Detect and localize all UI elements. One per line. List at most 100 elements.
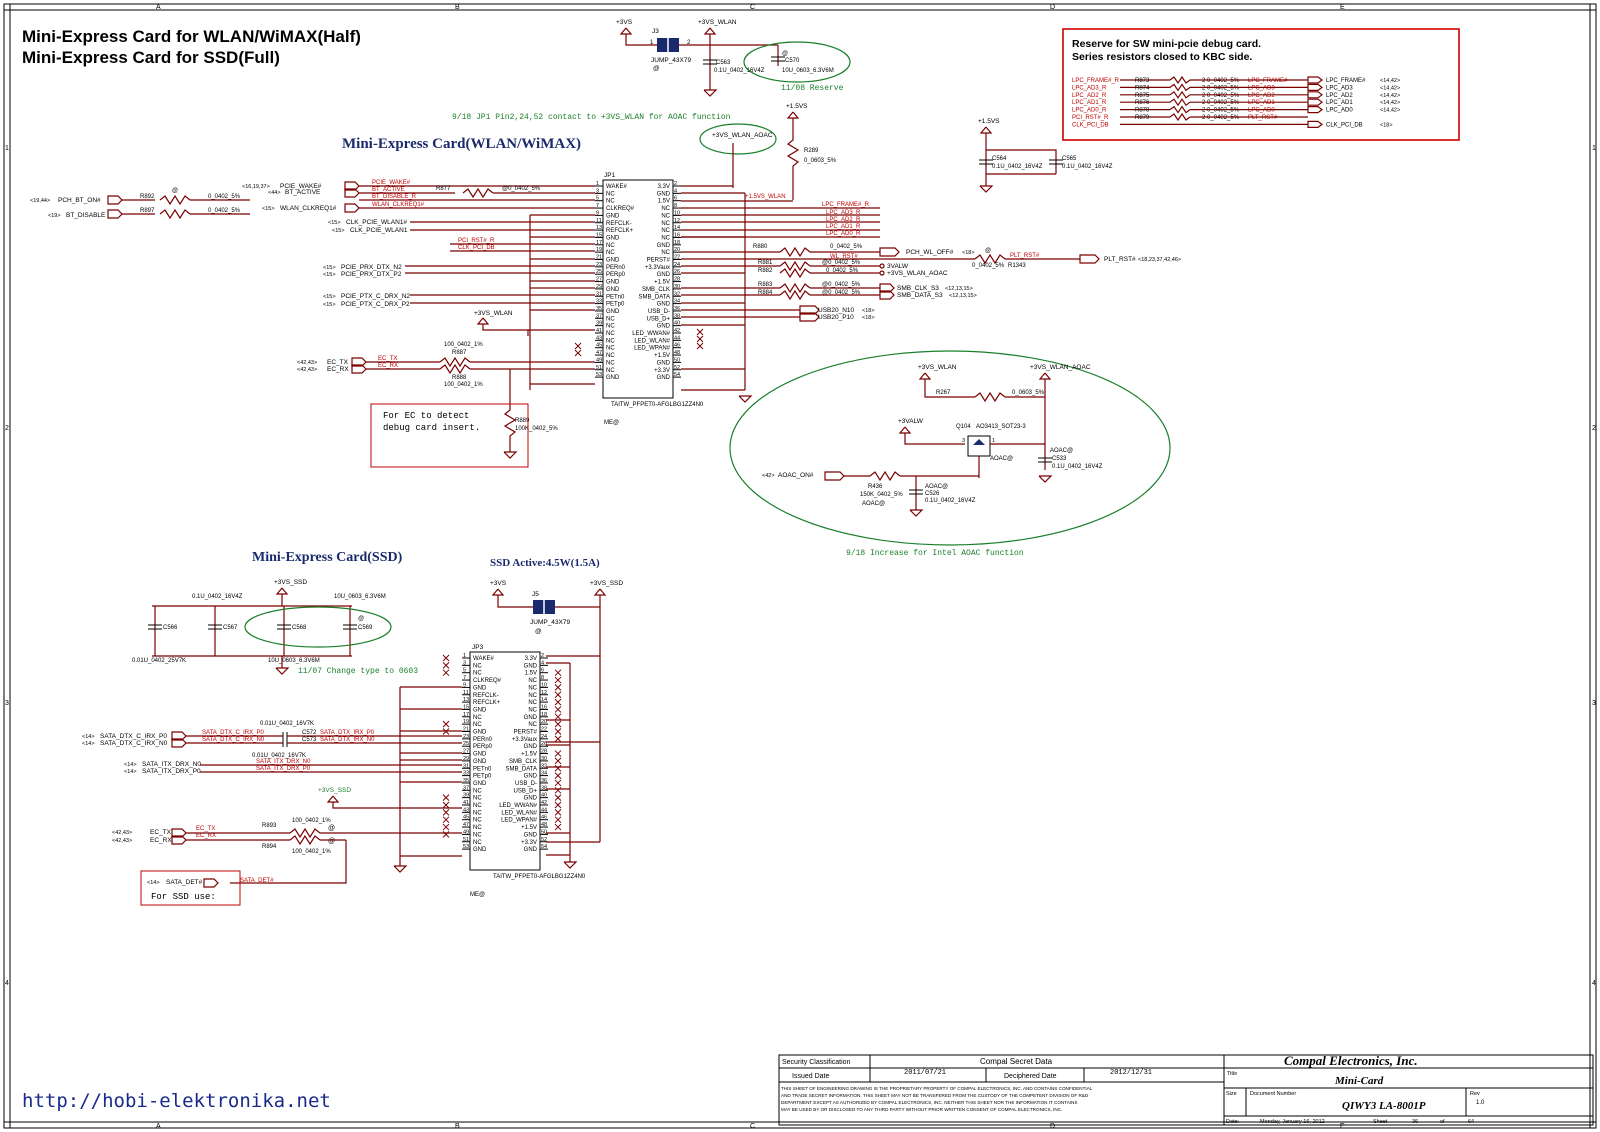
svg-text:11/07 Change type to 0603: 11/07 Change type to 0603 [298, 667, 418, 676]
pin-number: 53 [596, 372, 602, 378]
svg-text:PCIE_PTX_C_DRX_N2: PCIE_PTX_C_DRX_N2 [341, 293, 410, 300]
svg-text:@: @ [653, 65, 660, 72]
svg-text:2: 2 [1592, 425, 1596, 432]
pin-signal: PERn0 [473, 737, 493, 743]
svg-text:WL_RST#: WL_RST# [830, 254, 858, 260]
svg-text:Mini-Card: Mini-Card [1334, 1075, 1384, 1087]
pin-signal: REFCLK+ [473, 700, 501, 706]
svg-text:R267: R267 [936, 390, 951, 396]
pin-signal: USB_D+ [513, 788, 537, 794]
pin-number: 17 [596, 240, 602, 246]
svg-text:D: D [1050, 1123, 1055, 1130]
svg-text:<19>: <19> [48, 213, 61, 219]
pin-signal: NC [606, 250, 615, 256]
pin-signal: NC [661, 221, 670, 227]
pin-number: 5 [596, 196, 599, 202]
pin-number: 34 [541, 771, 547, 777]
svg-text:C567: C567 [223, 625, 238, 631]
svg-text:<14,42>: <14,42> [1380, 85, 1400, 91]
svg-text:Compal Secret Data: Compal Secret Data [980, 1057, 1053, 1066]
watermark-url[interactable]: http://hobi-elektronika.net [22, 1090, 331, 1112]
pin-number: 53 [463, 844, 469, 850]
pin-number: 2 [541, 653, 544, 659]
svg-text:AOAC@: AOAC@ [925, 484, 948, 490]
svg-text:LPC_AD0: LPC_AD0 [1326, 108, 1353, 114]
pin-number: 22 [541, 727, 547, 733]
pin-signal: USB_D- [515, 781, 537, 787]
pin-number: 15 [596, 232, 602, 238]
jp1-pin-6: 61.5V [658, 196, 681, 205]
pin-signal: LED_WPAN# [634, 346, 671, 352]
svg-text:BT_DISABLE_R: BT_DISABLE_R [372, 194, 417, 200]
svg-text:150K_0402_5%: 150K_0402_5% [860, 492, 903, 498]
svg-text:PLT_RST#: PLT_RST# [1010, 253, 1040, 259]
wlan-section-title: Mini-Express Card(WLAN/WiMAX) [342, 136, 581, 152]
pin-number: 25 [596, 269, 602, 275]
pin-number: 42 [674, 328, 680, 334]
svg-text:100_0402_1%: 100_0402_1% [444, 382, 483, 388]
pin-number: 54 [674, 372, 680, 378]
svg-text:2012/12/31: 2012/12/31 [1110, 1069, 1152, 1077]
svg-text:100K_0402_5%: 100K_0402_5% [515, 426, 558, 432]
pin-signal: USB_D- [648, 309, 670, 315]
ssd-section-title: Mini-Express Card(SSD) [252, 550, 403, 565]
jp1-pin-24: 24+3.3Vaux [645, 262, 681, 271]
svg-text:100_0402_1%: 100_0402_1% [444, 342, 483, 348]
svg-text:Monday, January 16, 2012: Monday, January 16, 2012 [1260, 1119, 1325, 1125]
svg-text:PCIE_WAKE#: PCIE_WAKE# [280, 183, 322, 190]
svg-text:R884: R884 [758, 290, 773, 296]
svg-text:<14>: <14> [82, 741, 95, 747]
grid-row-markers: 12 34 12 34 [5, 145, 1596, 987]
svg-text:<12,13,15>: <12,13,15> [949, 293, 977, 299]
pin-signal: NC [473, 803, 482, 809]
svg-text:C563: C563 [716, 60, 731, 66]
svg-text:3: 3 [1592, 700, 1596, 707]
svg-text:EC_TX: EC_TX [327, 359, 349, 366]
svg-text:<18>: <18> [962, 250, 975, 256]
svg-text:LPC_AD3_R: LPC_AD3_R [826, 210, 861, 216]
pin-number: 28 [541, 749, 547, 755]
svg-text:LPC_AD2: LPC_AD2 [1326, 93, 1353, 99]
svg-text:Reserve for SW mini-pcie debug: Reserve for SW mini-pcie debug card. [1072, 38, 1261, 50]
pin-signal: NC [606, 316, 615, 322]
pin-signal: GND [606, 280, 620, 286]
jp1-pin-48: 48+1.5V [654, 350, 681, 359]
svg-text:debug card insert.: debug card insert. [383, 423, 480, 433]
svg-text:JUMP_43X79: JUMP_43X79 [651, 57, 691, 64]
pin-number: 16 [541, 704, 547, 710]
svg-text:C564: C564 [992, 156, 1007, 162]
pin-signal: NC [473, 715, 482, 721]
svg-text:BT_ACTIVE: BT_ACTIVE [285, 189, 321, 196]
pin-signal: GND [606, 287, 620, 293]
pin-signal: PETn0 [473, 766, 492, 772]
svg-text:B: B [455, 1123, 460, 1130]
svg-text:D: D [1050, 4, 1055, 11]
pin-number: 23 [596, 262, 602, 268]
svg-text:@0_0402_5%: @0_0402_5% [822, 290, 861, 296]
title-block: Security Classification Compal Secret Da… [778, 1053, 1594, 1126]
svg-text:@0_0402_5%: @0_0402_5% [502, 186, 541, 192]
svg-text:1: 1 [650, 40, 654, 46]
pin-number: 44 [541, 807, 547, 813]
pin-number: 13 [463, 697, 469, 703]
pin-number: 51 [463, 837, 469, 843]
svg-text:<14,42>: <14,42> [1380, 93, 1400, 99]
svg-text:@: @ [358, 616, 364, 622]
svg-text:R882: R882 [758, 268, 773, 274]
